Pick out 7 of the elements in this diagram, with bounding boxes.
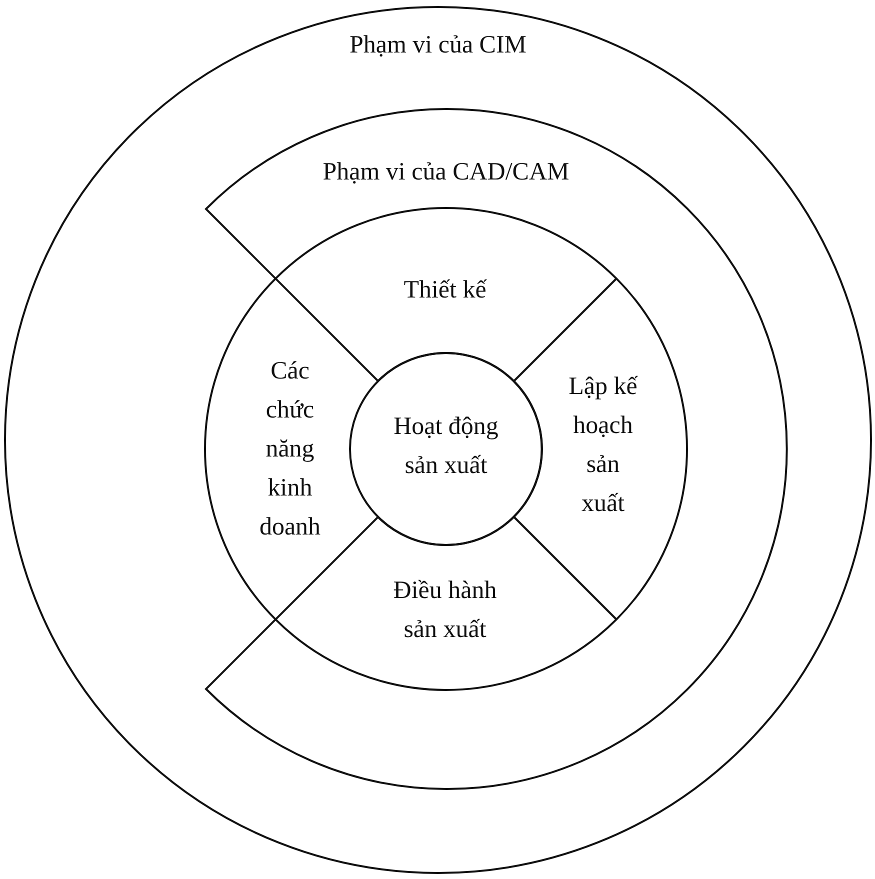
region-label: Điều hành sản xuất	[392, 576, 498, 645]
region-label: Hoạt động sản xuất	[392, 412, 500, 481]
region-label: Lập kế hoạch sản xuất	[568, 372, 639, 519]
region-label: Phạm vi của CAD/CAM	[322, 158, 570, 188]
region-label: Phạm vi của CIM	[348, 30, 528, 60]
region-label: Thiết kế	[402, 276, 488, 306]
region-label: Các chức năng kinh doanh	[258, 356, 322, 542]
